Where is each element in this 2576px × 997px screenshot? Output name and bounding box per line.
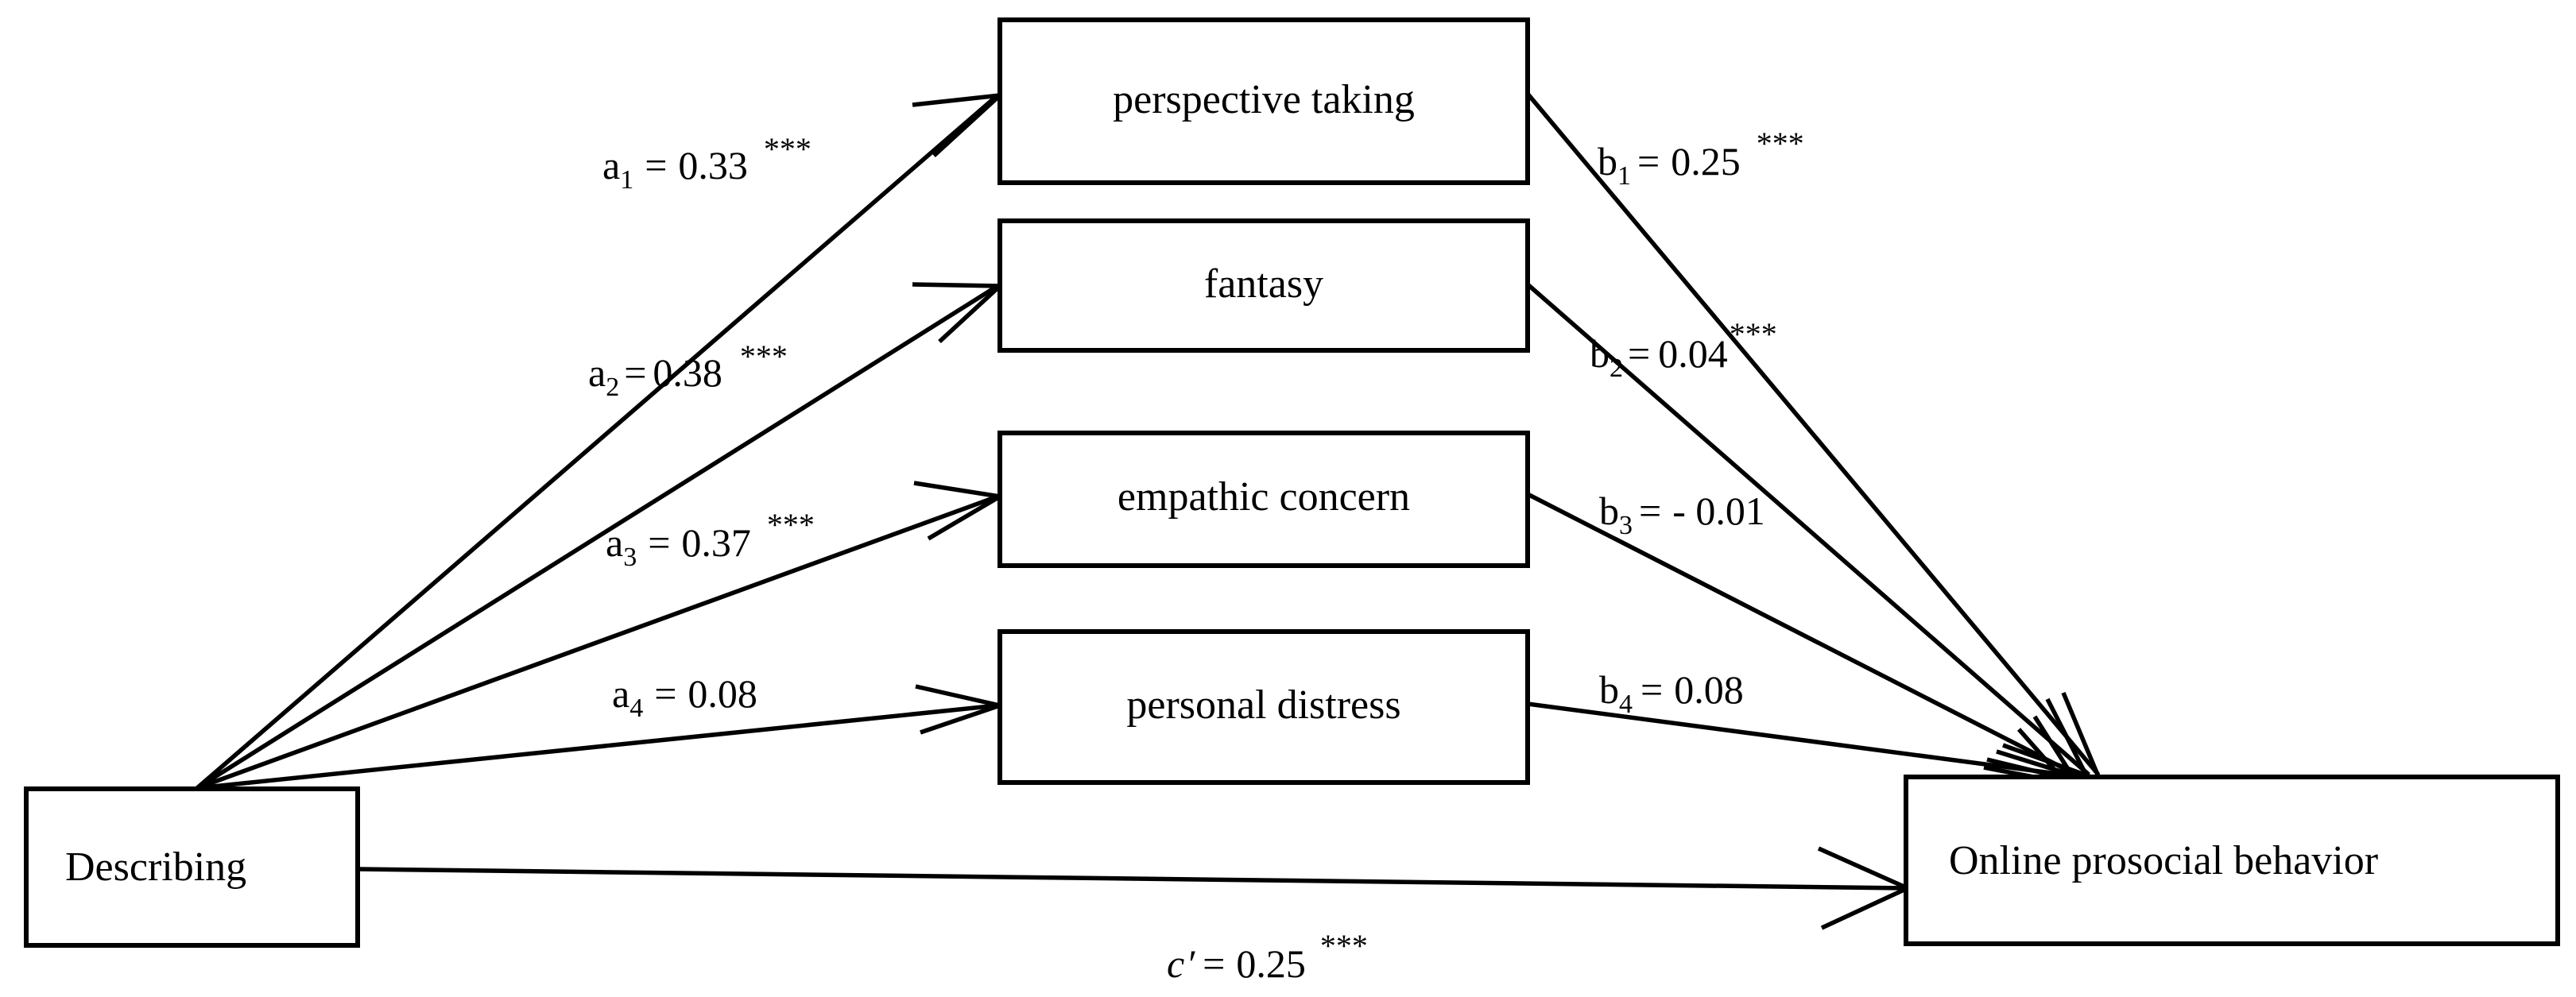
- mediator-label-4: personal distress: [1126, 682, 1400, 728]
- a4-subscript: 4: [629, 694, 643, 723]
- svg-text:a4=0.08: a4 = 0.08: [612, 671, 757, 723]
- b2-name: b: [1590, 331, 1610, 376]
- a1-equals: =: [645, 143, 667, 187]
- a1-subscript: 1: [620, 165, 633, 195]
- predictor-label: Describing: [65, 844, 246, 890]
- mediator-box-4[interactable]: [997, 629, 1530, 785]
- svg-text:a2=0.38***: a2=0.38 ***: [588, 338, 788, 402]
- b2-arrow-line: [1526, 282, 2090, 777]
- b3-equals: =: [1639, 489, 1661, 533]
- a4-arrow-line: [196, 703, 998, 790]
- outcome-label: Online prosocial behavior: [1949, 838, 2378, 883]
- a3-arrow-line: [196, 494, 998, 790]
- a2-arrow-head: [912, 282, 1001, 344]
- node-mediator-empathic-concern[interactable]: empathic concern: [997, 431, 1530, 568]
- a4-name: a: [612, 671, 629, 716]
- outcome-box[interactable]: [1904, 775, 2560, 946]
- a3-equals: =: [648, 520, 670, 565]
- a3-stars: ***: [767, 507, 815, 543]
- a2-label: a2=0.38 ***: [588, 338, 788, 402]
- direct-path-arrow: [358, 846, 1909, 930]
- b1-value: 0.25: [1671, 139, 1741, 184]
- a3-value: 0.37: [681, 520, 751, 565]
- a2-arrow-line: [196, 284, 999, 790]
- svg-text:c′=0.25***: c′=0.25 ***: [1167, 928, 1368, 986]
- b2-label: b2=0.04***: [1590, 316, 1777, 383]
- a-path-arrows: [196, 93, 1001, 790]
- b4-name: b: [1599, 667, 1619, 712]
- b3-value: - 0.01: [1672, 489, 1765, 533]
- a2-equals: =: [624, 350, 646, 395]
- b2-equals: =: [1628, 331, 1650, 376]
- b1-label: b1=0.25 ***: [1598, 126, 1804, 191]
- node-mediator-perspective-taking[interactable]: perspective taking: [997, 17, 1530, 185]
- b1-name: b: [1598, 139, 1617, 184]
- a1-value: 0.33: [678, 143, 748, 187]
- mediator-box-2[interactable]: [997, 218, 1530, 353]
- b4-subscript: 4: [1619, 690, 1633, 719]
- mediator-label-1: perspective taking: [1113, 77, 1415, 122]
- node-outcome[interactable]: Online prosocial behavior: [1904, 775, 2560, 946]
- c-prime-value: 0.25: [1236, 941, 1306, 986]
- svg-text:a3=0.37***: a3 =0.37 ***: [606, 507, 815, 572]
- a1-arrow-head: [912, 93, 1001, 158]
- mediator-label-2: fantasy: [1204, 261, 1323, 307]
- a4-arrow-head: [915, 684, 1001, 735]
- svg-text:b3=- 0.01: b3=- 0.01: [1599, 489, 1765, 540]
- node-predictor[interactable]: Describing: [24, 786, 360, 948]
- c-prime-name: c: [1167, 941, 1184, 986]
- mediator-box-3[interactable]: [997, 431, 1530, 568]
- a3-arrow-head: [913, 481, 1001, 541]
- a2-value: 0.38: [653, 350, 722, 395]
- b4-arrow-line: [1527, 701, 2064, 777]
- c-prime-equals: =: [1203, 941, 1225, 986]
- node-mediator-fantasy[interactable]: fantasy: [997, 218, 1530, 353]
- predictor-box[interactable]: [24, 786, 360, 948]
- a1-label: a1 =0.33 ***: [602, 131, 812, 195]
- a3-label: a3 =0.37 ***: [606, 507, 815, 572]
- a2-subscript: 2: [606, 373, 619, 402]
- mediator-label-3: empathic concern: [1118, 474, 1410, 520]
- b3-label: b3=- 0.01: [1599, 489, 1765, 540]
- a4-value: 0.08: [688, 671, 757, 716]
- b2-subscript: 2: [1610, 354, 1623, 383]
- c-prime-label: c′=0.25 ***: [1167, 928, 1368, 986]
- a1-stars: ***: [764, 131, 812, 167]
- b1-subscript: 1: [1617, 161, 1631, 191]
- b2-value: 0.04: [1658, 331, 1728, 376]
- b3-subscript: 3: [1619, 511, 1633, 540]
- a4-label: a4 = 0.08: [612, 671, 757, 723]
- b1-arrow-line: [1525, 92, 2101, 776]
- svg-text:a1=0.33***: a1 =0.33 ***: [602, 131, 812, 195]
- b4-equals: =: [1641, 667, 1663, 712]
- b4-label: b4 =0.08: [1599, 667, 1744, 719]
- a3-subscript: 3: [623, 543, 637, 572]
- b2-stars: ***: [1730, 316, 1777, 352]
- a2-name: a: [588, 350, 606, 395]
- c-prime-stars: ***: [1320, 928, 1368, 964]
- mediator-box-1[interactable]: [997, 17, 1530, 185]
- a1-name: a: [602, 143, 620, 187]
- svg-text:b1=0.25***: b1=0.25 ***: [1598, 126, 1804, 191]
- node-mediator-personal-distress[interactable]: personal distress: [997, 629, 1530, 785]
- b4-value: 0.08: [1674, 667, 1744, 712]
- c-prime-mark: ′: [1186, 941, 1195, 986]
- a1-arrow-line: [196, 93, 999, 790]
- svg-text:b2=0.04***: b2=0.04***: [1590, 316, 1777, 383]
- a3-name: a: [606, 520, 623, 565]
- c-prime-arrow-head: [1817, 846, 1909, 930]
- a4-equals: =: [654, 671, 676, 716]
- b3-name: b: [1599, 489, 1619, 533]
- c-prime-arrow-line: [358, 867, 1907, 891]
- b1-stars: ***: [1757, 126, 1804, 161]
- a2-stars: ***: [740, 338, 788, 374]
- b1-equals: =: [1637, 139, 1660, 184]
- svg-text:b4=0.08: b4 =0.08: [1599, 667, 1744, 719]
- b3-arrow-line: [1526, 492, 2078, 777]
